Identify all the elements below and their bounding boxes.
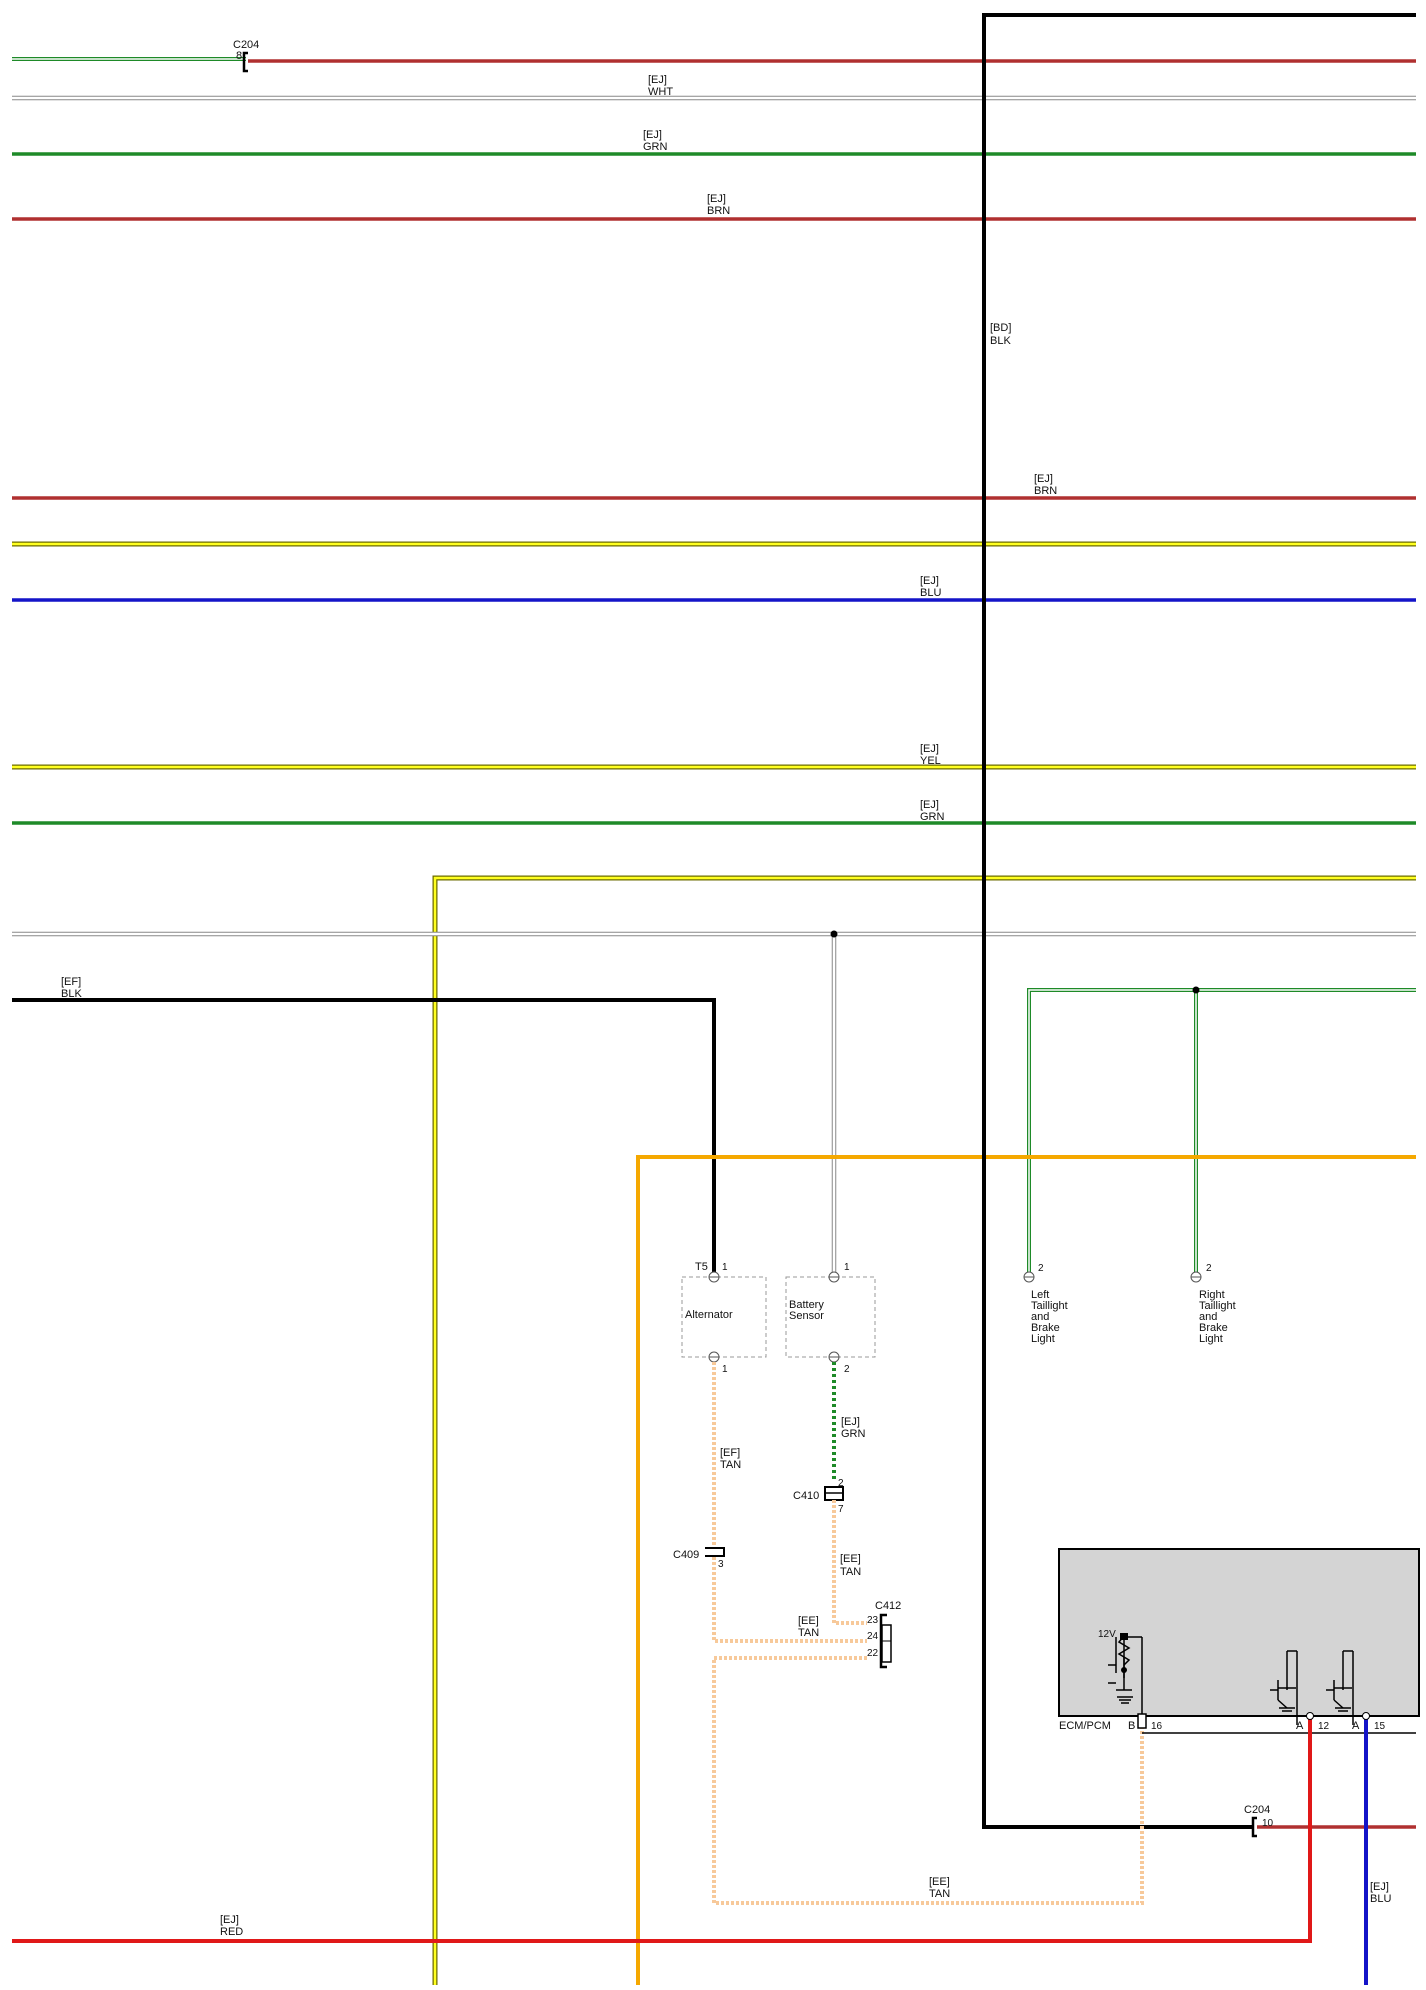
c409-pin: 3 <box>718 1559 724 1570</box>
wire-blk-vertical <box>982 13 1416 1829</box>
ecm-label: ECM/PCM <box>1059 1720 1111 1732</box>
battery-sensor-label-2: Sensor <box>789 1310 824 1322</box>
wire-orange <box>636 1155 1416 1985</box>
tan-c412-circuit: [EE] <box>798 1615 819 1627</box>
wire-blk-alternator <box>12 998 716 1272</box>
alternator-label: Alternator <box>685 1309 733 1321</box>
c412-label: C412 <box>875 1600 901 1612</box>
c204-top-pin: 8 <box>236 50 242 62</box>
c412-pin-22: 22 <box>867 1648 879 1659</box>
blk-alt-color: BLK <box>61 988 82 1000</box>
grn-sensor-color: GRN <box>841 1428 866 1440</box>
battery-sensor-pin-top: 1 <box>844 1262 850 1273</box>
c410-label: C410 <box>793 1490 819 1502</box>
tan-ecm-circuit: [EE] <box>929 1876 950 1888</box>
left-taillight-l1: Left <box>1031 1289 1049 1301</box>
tan-alt-circuit: [EF] <box>720 1447 740 1459</box>
connector-c410 <box>824 1486 844 1501</box>
right-taillight-l4: Brake <box>1199 1322 1228 1334</box>
grn-1-circuit: [EJ] <box>643 129 662 141</box>
c410-pin-bottom: 7 <box>838 1504 844 1515</box>
grn-2-circuit: [EJ] <box>920 799 939 811</box>
wht-top-color: WHT <box>648 86 673 98</box>
grn-1-color: GRN <box>643 141 668 153</box>
ecm-pin-b16 <box>1137 1713 1147 1729</box>
alternator-box <box>681 1276 767 1358</box>
wire-grn-taillights <box>1027 988 1416 1272</box>
blu-bottom-color: BLU <box>1370 1893 1391 1905</box>
ecm-pcm-box <box>1058 1548 1420 1717</box>
blk-vertical-circuit: [BD] <box>990 322 1011 334</box>
blk-vertical-color: BLK <box>990 335 1011 347</box>
c204-bottom-pin: 10 <box>1262 1818 1274 1829</box>
right-taillight-l5: Light <box>1199 1333 1223 1345</box>
right-taillight-l1: Right <box>1199 1289 1225 1301</box>
right-taillight-pin: 2 <box>1206 1263 1212 1274</box>
red-bottom-circuit: [EJ] <box>220 1914 239 1926</box>
brn-1-circuit: [EJ] <box>707 193 726 205</box>
wht-top-circuit: [EJ] <box>648 74 667 86</box>
red-bottom-color: RED <box>220 1926 243 1938</box>
tan-c412-color: TAN <box>798 1627 819 1639</box>
c412-pin-24: 24 <box>867 1631 879 1642</box>
tan-c410-circuit: [EE] <box>840 1553 861 1565</box>
left-taillight-l2: Taillight <box>1031 1300 1068 1312</box>
ecm-pin-b-num: 16 <box>1151 1721 1163 1732</box>
blu-1-circuit: [EJ] <box>920 575 939 587</box>
ecm-pin-a1-num: 12 <box>1318 1721 1330 1732</box>
brn-1-color: BRN <box>707 205 730 217</box>
battery-sensor-label-1: Battery <box>789 1299 824 1311</box>
c409-label: C409 <box>673 1549 699 1561</box>
pin-marker-bars <box>709 1276 1201 1358</box>
ecm-12v-label: 12V <box>1098 1629 1116 1640</box>
c412-pin-23: 23 <box>867 1615 879 1626</box>
alternator-pin-bottom: 1 <box>722 1364 728 1375</box>
ecm-pin-markers <box>1306 1712 1370 1720</box>
connector-c204-bottom <box>1251 1816 1257 1838</box>
grn-sensor-circuit: [EJ] <box>841 1416 860 1428</box>
c410-pin-top: 2 <box>838 1478 844 1489</box>
battery-sensor-pin-bottom: 2 <box>844 1364 850 1375</box>
ecm-pin-a1: A <box>1296 1720 1304 1732</box>
yel-1-circuit: [EJ] <box>920 743 939 755</box>
brn-2-circuit: [EJ] <box>1034 473 1053 485</box>
ecm-junction <box>1121 1667 1127 1673</box>
left-taillight-l5: Light <box>1031 1333 1055 1345</box>
ecm-pin-b: B <box>1128 1720 1135 1732</box>
ecm-ground-symbols <box>1117 1696 1351 1712</box>
tan-c410-color: TAN <box>840 1566 861 1578</box>
left-taillight-pin: 2 <box>1038 1263 1044 1274</box>
yel-1-color: YEL <box>920 755 941 767</box>
blu-1-color: BLU <box>920 587 941 599</box>
ecm-12v-terminal <box>1120 1633 1128 1640</box>
blu-bottom-circuit: [EJ] <box>1370 1881 1389 1893</box>
alternator-t5: T5 <box>695 1261 708 1273</box>
splice-wht <box>830 930 838 938</box>
pin-markers <box>708 1271 1202 1363</box>
right-taillight-l3: and <box>1199 1311 1217 1323</box>
c204-bottom-label: C204 <box>1244 1804 1270 1816</box>
connector-c204-top <box>242 51 248 73</box>
c204-top-label: C204 <box>233 39 259 51</box>
left-taillight-l4: Brake <box>1031 1322 1060 1334</box>
tan-alt-color: TAN <box>720 1459 741 1471</box>
right-taillight-l2: Taillight <box>1199 1300 1236 1312</box>
splice-grn <box>1192 986 1200 994</box>
connector-c412 <box>879 1613 892 1669</box>
ecm-pin-a2: A <box>1352 1720 1360 1732</box>
left-taillight-l3: and <box>1031 1311 1049 1323</box>
connector-c409 <box>705 1547 725 1557</box>
brn-2-color: BRN <box>1034 485 1057 497</box>
ecm-pin-a2-num: 15 <box>1374 1721 1386 1732</box>
blk-alt-circuit: [EF] <box>61 976 81 988</box>
wire-tan-dotted <box>712 1362 1144 1905</box>
wire-yel-vertical <box>432 875 1416 1985</box>
tan-ecm-color: TAN <box>929 1888 950 1900</box>
wire-red-ecm <box>12 1718 1312 1943</box>
alternator-pin-top: 1 <box>722 1262 728 1273</box>
grn-2-color: GRN <box>920 811 945 823</box>
